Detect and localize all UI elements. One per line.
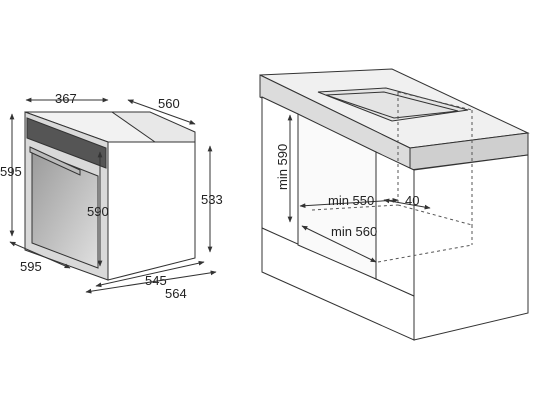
dim-560: 560 [158,96,180,111]
dim-595-width: 595 [20,259,42,274]
cabinet-right-panel [375,151,415,297]
cabinet-right-side [413,154,529,341]
cabinet-drawing [259,68,530,341]
dim-367: 367 [55,91,77,106]
dim-564: 564 [165,286,187,301]
oven-dimension-lines [9,97,217,294]
dim-545: 545 [145,273,167,288]
cabinet-dimension-lines [287,114,431,263]
sink-recess-inner [325,91,459,119]
oven-door-handle [29,146,81,176]
oven-side [107,141,196,281]
dim-595-height: 595 [0,164,22,179]
sink-recess [317,87,469,122]
dim-40: 40 [405,193,419,208]
dim-590: 590 [87,204,109,219]
dim-533: 533 [201,192,223,207]
dim-min-550: min 550 [328,193,374,208]
dim-min-560: min 560 [331,224,377,239]
control-panel [26,117,107,169]
dim-min-590: min 590 [275,144,290,190]
oven-drawing [24,111,196,281]
